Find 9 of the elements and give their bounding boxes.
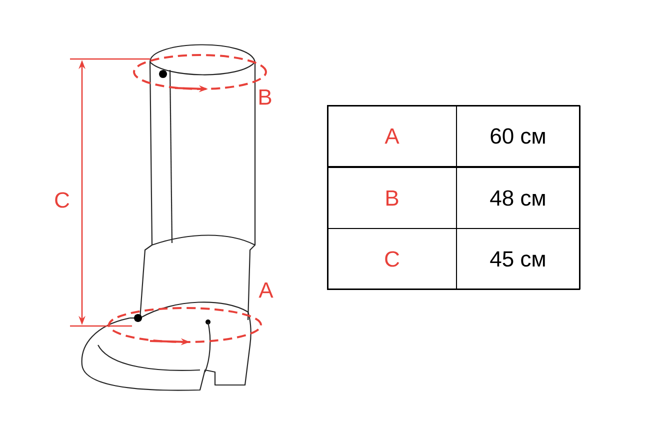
table-cell: B: [327, 167, 457, 229]
table-cell: 48 см: [456, 167, 580, 229]
table-cell: 60 см: [456, 105, 580, 167]
dimension-label: A: [258, 282, 274, 298]
dimension-label: C: [55, 192, 70, 208]
table-cell: C: [327, 228, 457, 290]
table-cell: 45 см: [456, 228, 580, 290]
dimension-label: B: [259, 89, 272, 105]
table-cell: A: [327, 105, 457, 167]
